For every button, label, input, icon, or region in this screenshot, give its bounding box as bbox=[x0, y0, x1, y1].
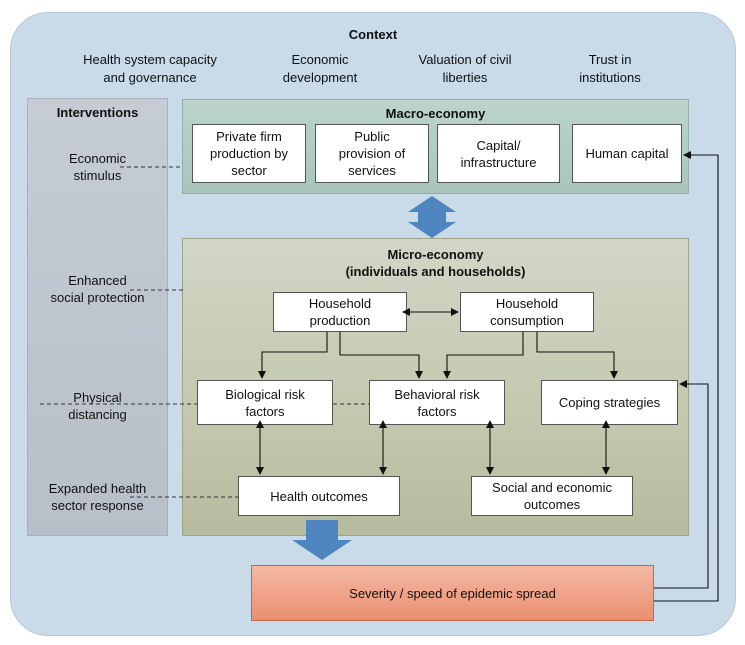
context-item-trust: Trust in institutions bbox=[579, 52, 641, 85]
intervention-economic-stimulus: Economic stimulus bbox=[68, 151, 127, 183]
feedback-severity-human-capital bbox=[654, 151, 719, 602]
box-human-capital: Human capital bbox=[572, 124, 682, 183]
box-epidemic-severity: Severity / speed of epidemic spread bbox=[251, 565, 654, 621]
arrow-consumption-coping bbox=[536, 332, 618, 379]
interventions-panel bbox=[27, 98, 168, 536]
box-health-outcomes: Health outcomes bbox=[238, 476, 400, 516]
micro-economy-title: Micro-economy (individuals and household… bbox=[345, 247, 526, 279]
context-item-health-system: Health system capacity and governance bbox=[83, 52, 217, 85]
context-item-civil-liberties: Valuation of civil liberties bbox=[418, 52, 512, 85]
intervention-health-sector: Expanded health sector response bbox=[48, 481, 147, 513]
context-item-economic-development: Economic development bbox=[282, 52, 358, 85]
macro-economy-title: Macro-economy bbox=[385, 106, 486, 121]
intervention-social-protection: Enhanced social protection bbox=[50, 273, 145, 305]
box-capital-infrastructure: Capital/infrastructure bbox=[437, 124, 560, 183]
interventions-title: Interventions bbox=[56, 105, 139, 120]
intervention-physical-distancing: Physical distancing bbox=[68, 390, 127, 422]
arrow-consumption-behavioral bbox=[443, 332, 524, 379]
macro-micro-double-arrow-icon bbox=[408, 196, 456, 238]
context-title: Context bbox=[348, 27, 398, 42]
feedback-severity-coping bbox=[654, 380, 709, 589]
arrow-production-biological bbox=[258, 332, 328, 379]
arrow-production-behavioral bbox=[339, 332, 423, 379]
micro-to-severity-arrow-icon bbox=[292, 520, 352, 560]
